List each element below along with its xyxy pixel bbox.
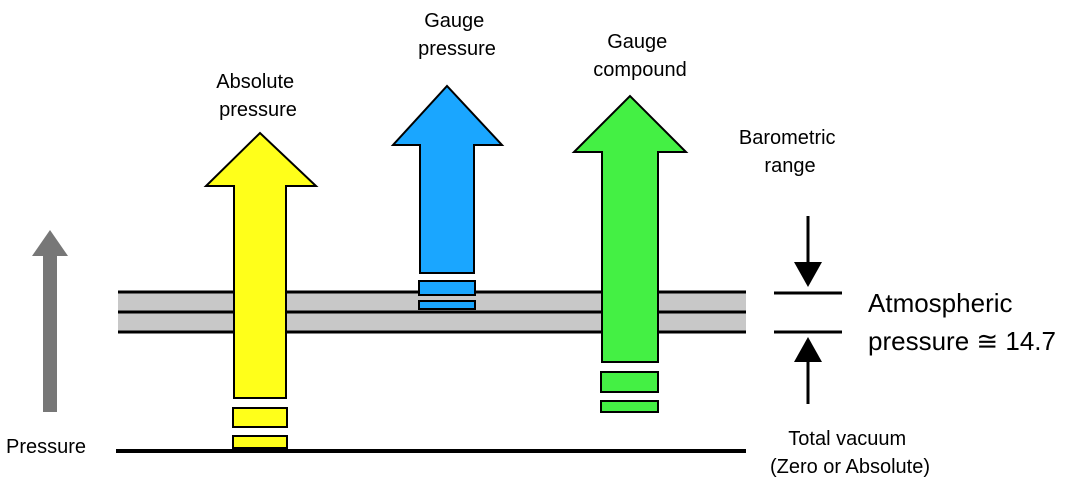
pressure-axis-arrow-icon xyxy=(32,230,68,412)
gauge-pressure-dash-1 xyxy=(418,280,476,296)
absolute-pressure-arrow xyxy=(203,131,319,399)
barometric-range-label: Barometric range xyxy=(739,127,841,177)
absolute-pressure-label: Absolute pressure xyxy=(216,71,299,121)
gauge-pressure-arrow xyxy=(390,84,505,274)
gauge-pressure-label-line2: pressure xyxy=(418,38,496,60)
absolute-pressure-dash-2 xyxy=(232,435,288,449)
barometric-down-arrow-icon xyxy=(794,262,822,287)
gauge-compound-label-line2: compound xyxy=(593,59,686,81)
atmospheric-pressure-label: Atmospheric pressure ≅ 14.7 xyxy=(868,288,1056,356)
barometric-range-label-line1: Barometric xyxy=(739,127,836,149)
gauge-compound-dash-2 xyxy=(600,400,659,413)
total-vacuum-label: Total vacuum (Zero or Absolute) xyxy=(770,428,930,478)
gauge-compound-label: Gauge compound xyxy=(593,31,686,81)
atmospheric-pressure-label-line2: pressure ≅ 14.7 xyxy=(868,326,1056,356)
total-vacuum-label-line2: (Zero or Absolute) xyxy=(770,456,930,478)
gauge-compound-arrow xyxy=(571,94,689,363)
total-vacuum-label-line1: Total vacuum xyxy=(788,428,906,450)
gauge-pressure-dash-2 xyxy=(418,300,476,310)
absolute-pressure-dash-1 xyxy=(232,407,288,428)
gauge-compound-dash-1 xyxy=(600,371,659,393)
gauge-pressure-label-line1: Gauge xyxy=(424,10,484,32)
absolute-pressure-label-line1: Absolute xyxy=(216,71,294,93)
pressure-label: Pressure xyxy=(6,436,86,458)
gauge-pressure-label: Gauge pressure xyxy=(418,10,496,60)
gauge-compound-label-line1: Gauge xyxy=(607,31,667,53)
barometric-range-label-line2: range xyxy=(764,155,815,177)
barometric-up-arrow-icon xyxy=(794,337,822,362)
atmospheric-pressure-label-line1: Atmospheric xyxy=(868,288,1013,318)
absolute-pressure-label-line2: pressure xyxy=(219,99,297,121)
